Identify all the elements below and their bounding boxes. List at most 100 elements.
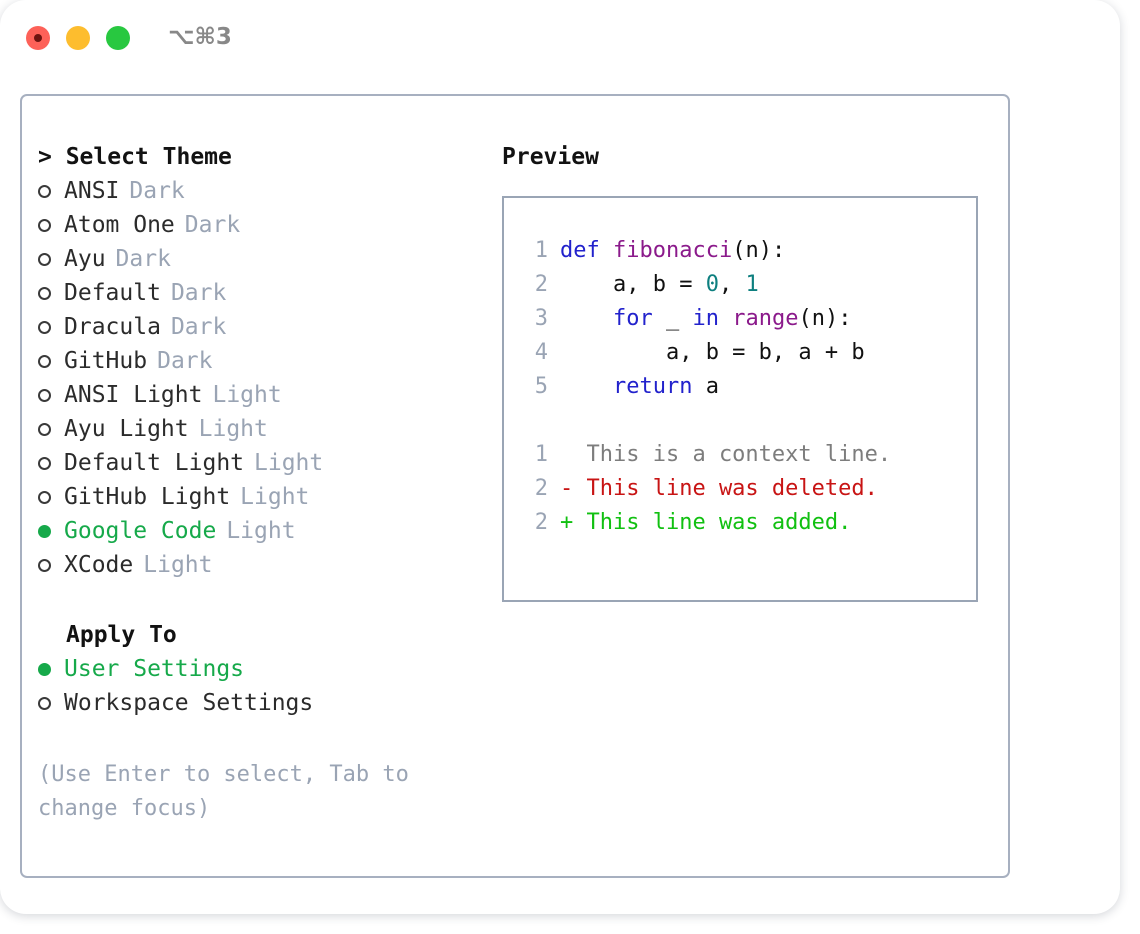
code-token: , bbox=[718, 272, 746, 297]
theme-option-google-code[interactable]: Google Code Light bbox=[38, 514, 478, 548]
code-token: 0 bbox=[705, 272, 719, 297]
radio-unselected-icon bbox=[38, 490, 51, 504]
code-diff-separator bbox=[522, 404, 976, 438]
option-label: ANSI Light bbox=[64, 382, 203, 408]
option-tag: Light bbox=[254, 450, 324, 476]
code-token: return bbox=[612, 374, 693, 399]
code-token: range bbox=[732, 306, 799, 331]
preview-title: Preview bbox=[502, 144, 599, 170]
radio-selected-icon bbox=[38, 662, 51, 676]
code-line: 4 a, b = b, a + b bbox=[522, 336, 976, 370]
code-token bbox=[600, 238, 613, 263]
option-tag: Light bbox=[226, 518, 296, 544]
radio-unselected-icon bbox=[38, 286, 51, 300]
apply-to-option-workspace-settings[interactable]: Workspace Settings bbox=[38, 686, 478, 720]
option-label: GitHub bbox=[64, 348, 148, 374]
option-label: Default Light bbox=[64, 450, 245, 476]
code-token: a, b = bbox=[560, 272, 706, 297]
option-label: Dracula bbox=[64, 314, 161, 340]
radio-unselected-icon bbox=[38, 696, 51, 710]
radio-unselected-icon bbox=[38, 354, 51, 368]
option-label: ANSI bbox=[64, 178, 120, 204]
theme-option-github[interactable]: GitHub Dark bbox=[38, 344, 478, 378]
option-tag: Light bbox=[198, 416, 268, 442]
theme-option-xcode[interactable]: XCode Light bbox=[38, 548, 478, 582]
code-token: fibonacci bbox=[613, 238, 733, 263]
radio-selected-icon bbox=[38, 524, 51, 538]
radio-unselected-icon bbox=[38, 218, 51, 232]
option-tag: Light bbox=[143, 552, 213, 578]
option-tag: Dark bbox=[115, 246, 171, 272]
code-line: 1 def fibonacci(n): bbox=[522, 234, 976, 268]
code-token: 1 bbox=[745, 272, 759, 297]
diff-line-add: 2+ This line was added. bbox=[522, 506, 976, 540]
code-token bbox=[719, 306, 732, 331]
option-label: XCode bbox=[64, 552, 134, 578]
select-theme-header: > Select Theme bbox=[38, 144, 232, 170]
option-label: Atom One bbox=[64, 212, 175, 238]
option-tag: Light bbox=[240, 484, 310, 510]
apply-to-header: Apply To bbox=[66, 622, 177, 648]
code-token bbox=[560, 374, 613, 399]
code-line: 5 return a bbox=[522, 370, 976, 404]
apply-to-option-user-settings[interactable]: User Settings bbox=[38, 652, 478, 686]
radio-unselected-icon bbox=[38, 320, 51, 334]
code-token: in bbox=[692, 306, 719, 331]
line-number: 5 bbox=[534, 374, 548, 399]
theme-option-ansi-light[interactable]: ANSI Light Light bbox=[38, 378, 478, 412]
option-label: Workspace Settings bbox=[64, 690, 314, 716]
radio-unselected-icon bbox=[38, 558, 51, 572]
code-token bbox=[560, 306, 613, 331]
theme-option-default[interactable]: Default Dark bbox=[38, 276, 478, 310]
code-token: _ bbox=[652, 306, 693, 331]
keyboard-shortcut-label: ⌥⌘3 bbox=[168, 24, 232, 50]
keyboard-hint-text: (Use Enter to select, Tab to change focu… bbox=[38, 762, 409, 821]
minimize-window-button[interactable] bbox=[66, 26, 90, 50]
line-number: 2 bbox=[534, 476, 548, 501]
option-tag: Dark bbox=[170, 314, 227, 340]
diff-text: + This line was added. bbox=[560, 510, 852, 535]
line-number: 4 bbox=[534, 340, 548, 365]
maximize-window-button[interactable] bbox=[106, 26, 130, 50]
diff-line-ctx: 1 This is a context line. bbox=[522, 438, 976, 472]
diff-sample: 1 This is a context line.2- This line wa… bbox=[522, 438, 976, 540]
code-token: a bbox=[692, 374, 719, 399]
theme-option-ayu-light[interactable]: Ayu Light Light bbox=[38, 412, 478, 446]
line-number: 3 bbox=[534, 306, 548, 331]
code-token: (n): bbox=[732, 238, 786, 263]
option-label: Default bbox=[64, 280, 161, 306]
radio-unselected-icon bbox=[38, 184, 51, 198]
radio-unselected-icon bbox=[38, 422, 51, 436]
code-token: (n): bbox=[798, 306, 852, 331]
code-token: for bbox=[612, 306, 653, 331]
code-token: a, b = b, a + b bbox=[560, 340, 865, 365]
option-label: Google Code bbox=[64, 518, 217, 544]
theme-option-atom-one[interactable]: Atom One Dark bbox=[38, 208, 478, 242]
radio-unselected-icon bbox=[38, 456, 51, 470]
title-bar: ⌥⌘3 bbox=[0, 0, 1120, 78]
theme-option-default-light[interactable]: Default Light Light bbox=[38, 446, 478, 480]
recording-indicator-icon bbox=[34, 34, 42, 42]
option-tag: Light bbox=[212, 382, 282, 408]
radio-unselected-icon bbox=[38, 388, 51, 402]
option-tag: Dark bbox=[184, 212, 241, 238]
line-number: 1 bbox=[534, 442, 548, 467]
diff-line-del: 2- This line was deleted. bbox=[522, 472, 976, 506]
theme-option-dracula[interactable]: Dracula Dark bbox=[38, 310, 478, 344]
line-number: 1 bbox=[534, 238, 548, 263]
option-tag: Dark bbox=[157, 348, 213, 374]
option-label: Ayu Light bbox=[64, 416, 189, 442]
option-tag: Dark bbox=[170, 280, 227, 306]
code-token: def bbox=[560, 238, 600, 263]
